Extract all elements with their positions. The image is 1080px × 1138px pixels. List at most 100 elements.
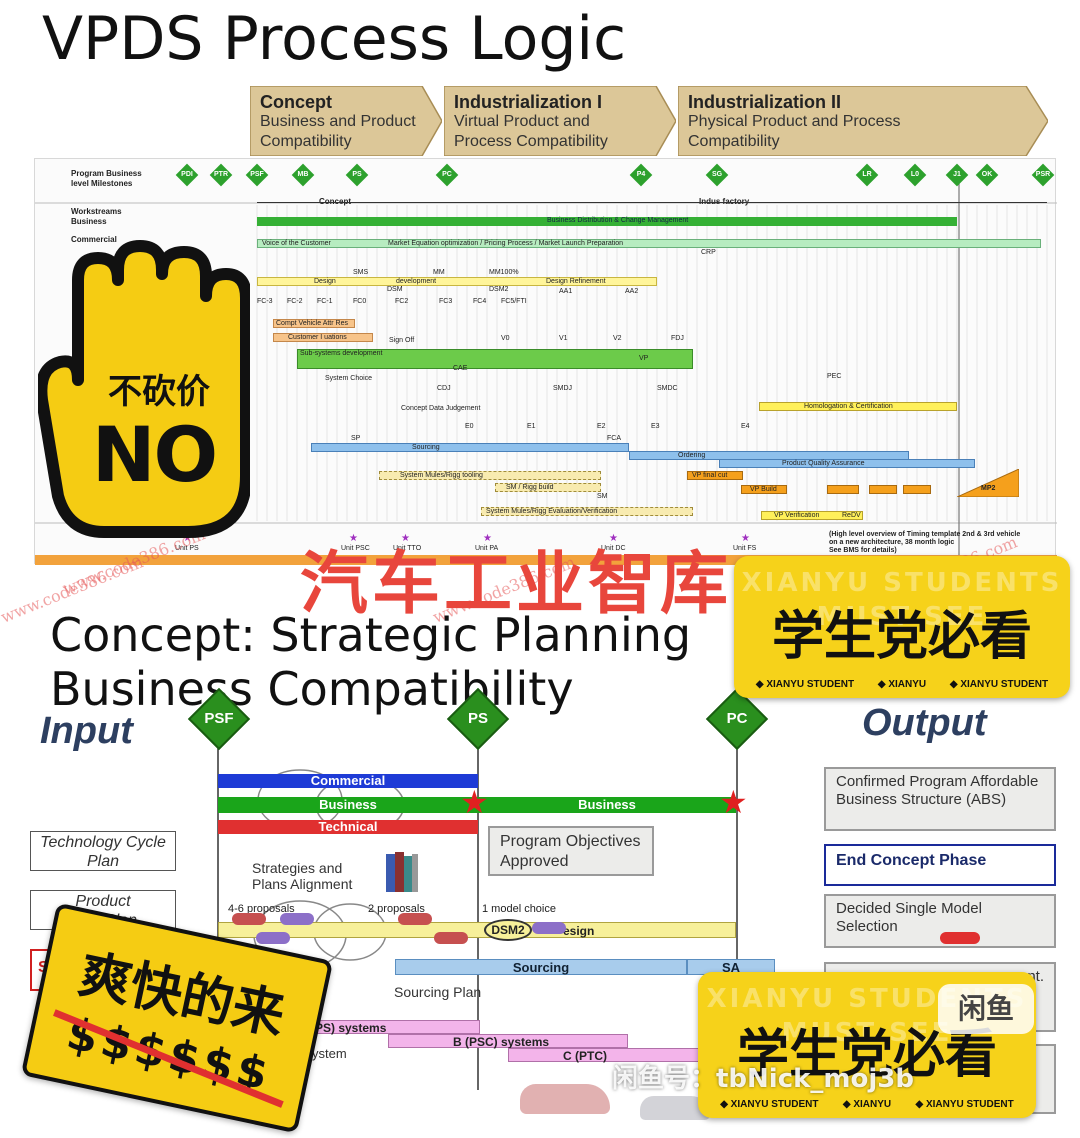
bar-sourcing: Sourcing xyxy=(311,443,629,452)
gantt-fc-mark: FC3 xyxy=(439,298,453,305)
gantt-mark: CDJ xyxy=(437,385,451,392)
gantt-fc-mark: FC2 xyxy=(395,298,409,305)
gantt-mark: E2 xyxy=(597,423,606,430)
unit-label: Unit DC xyxy=(601,545,626,552)
gantt-mark: CAE xyxy=(453,365,468,372)
bar-vp-c xyxy=(903,485,931,494)
milestone-label: SG xyxy=(711,171,723,178)
page-title: VPDS Process Logic xyxy=(42,4,627,74)
bar-system-mules: System Mules/Rigg tooling xyxy=(379,471,601,480)
gantt-mark: FDJ xyxy=(671,335,684,342)
dsm2-milestone: DSM2 xyxy=(484,919,532,941)
sourcing-plan-label: Sourcing Plan xyxy=(394,984,482,1000)
gantt-mark: FCA xyxy=(607,435,621,442)
gantt-mark: AA1 xyxy=(559,288,573,295)
bar-vp-final: VP final cut xyxy=(687,471,743,480)
binder-books-icon xyxy=(384,850,420,894)
output-label: Output xyxy=(862,702,987,744)
bar-pqa: Product Quality Assurance xyxy=(719,459,975,468)
lane-business-2: Business xyxy=(478,797,736,813)
milestone-label: L0 xyxy=(910,171,920,178)
bar-vp-verification: VP Verification ReDV xyxy=(761,511,863,520)
bar-vp-b xyxy=(869,485,897,494)
unit-star-icon: ★ xyxy=(609,533,618,544)
milestone-label: PSR xyxy=(1035,171,1051,178)
concept-arrow xyxy=(257,202,447,203)
gantt-mark: SMDJ xyxy=(553,385,573,392)
car-icon xyxy=(532,922,566,934)
unit-label: Unit TTO xyxy=(393,545,422,552)
gantt-mark: DSM xyxy=(387,286,403,293)
mp2-wedge xyxy=(957,469,1019,497)
gantt-fc-mark: FC4 xyxy=(473,298,487,305)
unit-label: Unit FS xyxy=(733,545,757,552)
model-choice: 1 model choice xyxy=(482,903,556,915)
bottom-watermark: 闲鱼号：tbNick_moj3b xyxy=(612,1064,914,1094)
milestone-label: MB xyxy=(297,171,309,178)
milestone-label: PTR xyxy=(214,171,228,178)
output-end-concept: End Concept Phase xyxy=(824,844,1056,886)
bar-sm-build: SM / Rigg build xyxy=(495,483,601,492)
car-icon xyxy=(232,913,266,925)
unit-label: Unit PS xyxy=(175,545,199,552)
label-mp2: MP2 xyxy=(981,485,996,492)
input-technology-cycle-plan: Technology Cycle Plan xyxy=(30,831,176,871)
bar-vp-a xyxy=(827,485,859,494)
phase-label-concept: Concept xyxy=(319,197,351,206)
gantt-mark: E0 xyxy=(465,423,474,430)
gantt-mark: DSM2 xyxy=(489,286,509,293)
bar-design: Design development Design Refinement xyxy=(257,277,657,286)
car-icon xyxy=(398,913,432,925)
row-label-program: Program Business xyxy=(71,169,142,178)
unit-star-icon: ★ xyxy=(483,533,492,544)
gantt-mark: CRP xyxy=(701,249,716,256)
gantt-mark: VP xyxy=(639,355,649,362)
sticker-no-cn: 不砍价 xyxy=(108,372,210,412)
unit-label: Unit PSC xyxy=(341,545,370,552)
gate-pc-label: PC xyxy=(726,710,748,727)
lane-sourcing: Sourcing xyxy=(395,959,687,975)
gantt-mark: SP xyxy=(351,435,361,442)
phase-label-indus: Indus factory xyxy=(699,197,749,206)
car-icon xyxy=(434,932,468,944)
lane-business-1: Business xyxy=(218,797,478,813)
program-objectives-box: Program Objectives Approved xyxy=(488,826,654,876)
sticker-student-top: XIANYU STUDENTS MUST SEE 学生党必看 ◆ XIANYU … xyxy=(734,556,1070,698)
gantt-fc-mark: FC5/FTI xyxy=(501,298,527,305)
gantt-mark: SMDC xyxy=(657,385,678,392)
gantt-mark: MM xyxy=(433,269,445,276)
gantt-mark: AA2 xyxy=(625,288,639,295)
car-image-icon xyxy=(520,1084,610,1114)
milestone-label: PS xyxy=(352,171,362,178)
gantt-mark: V1 xyxy=(559,335,568,342)
bar-vp-build: VP Build xyxy=(741,485,787,494)
sticker-no-hand: 不砍价 NO xyxy=(38,240,250,540)
unit-star-icon: ★ xyxy=(349,533,358,544)
milestone-label: PDI xyxy=(181,171,193,178)
gantt-mark: SMS xyxy=(353,269,369,276)
gate-psf-label: PSF xyxy=(204,710,234,727)
milestone-label: PSF xyxy=(250,171,264,178)
star-ps-icon: ★ xyxy=(460,783,489,821)
row-label-business: Business xyxy=(71,217,107,226)
bar-sm-eval: System Mules/Rigg Evaluation/Verificatio… xyxy=(481,507,693,516)
bar-compt: Compt Vehicle Attr Res xyxy=(273,319,355,328)
strategies-label: Strategies and Plans Alignment xyxy=(252,860,353,892)
section-title-1: Concept: Strategic Planning xyxy=(50,608,692,662)
gantt-fc-mark: FC-2 xyxy=(287,298,303,305)
label-signoff: Sign Off xyxy=(389,337,415,344)
bar-commercial: Voice of the Customer Market Equation op… xyxy=(257,239,1041,248)
lane-technical: Technical xyxy=(218,820,478,834)
proposals-2: 2 proposals xyxy=(368,903,425,915)
gantt-mark: V2 xyxy=(613,335,622,342)
output-abs-box: Confirmed Program Affordable Business St… xyxy=(824,767,1056,831)
row-label-workstreams: Workstreams xyxy=(71,207,122,216)
bar-homologation: Homologation & Certification xyxy=(759,402,957,411)
gantt-mark: E4 xyxy=(741,423,750,430)
banner-red-text: 汽车工业智库 xyxy=(300,545,733,624)
note-line-1: (High level overview of Timing template … xyxy=(829,531,1021,538)
milestone-label: PC xyxy=(442,171,452,178)
